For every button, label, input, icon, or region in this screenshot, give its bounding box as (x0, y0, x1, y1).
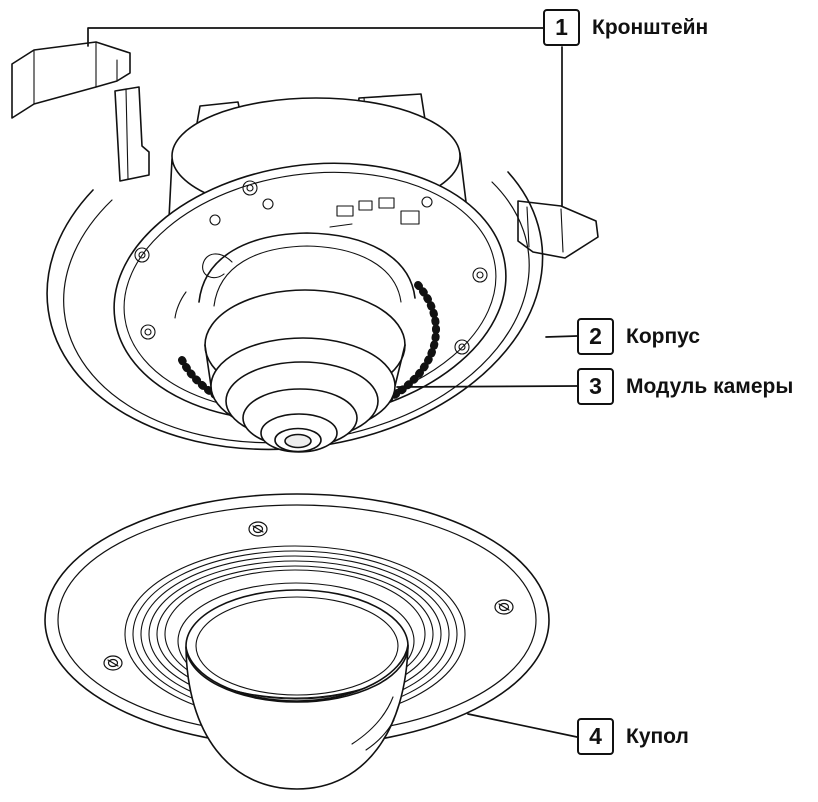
leader-line-bracket-left (87, 27, 544, 47)
bracket-strip (114, 86, 150, 182)
dome-bubble (185, 644, 409, 790)
dome-reflections (351, 696, 395, 751)
lens-glass (284, 433, 312, 449)
callout-body-number: 2 (577, 318, 614, 355)
callout-bracket-number: 1 (543, 9, 580, 46)
callout-dome-number: 4 (577, 718, 614, 755)
callout-body-label: Корпус (626, 324, 700, 348)
camera-module-illustration (198, 232, 416, 453)
callout-dome: 4 Купол (577, 718, 689, 755)
dome-illustration (44, 493, 550, 790)
leader-line-dome (467, 713, 578, 738)
bracket-arm-left (11, 41, 131, 119)
camera-body-illustration (11, 41, 599, 453)
callout-body: 2 Корпус (577, 318, 700, 355)
callout-bracket-label: Кронштейн (592, 15, 709, 39)
leader-line-body (545, 335, 578, 338)
callout-camera-module: 3 Модуль камеры (577, 368, 793, 405)
callout-bracket: 1 Кронштейн (543, 9, 708, 46)
bracket-arm-right (517, 200, 599, 259)
leader-line-camera-module (396, 385, 578, 388)
callout-dome-label: Купол (626, 724, 689, 748)
callout-camera-module-number: 3 (577, 368, 614, 405)
flange-screws (103, 521, 514, 671)
mount-plate-details (134, 180, 488, 355)
leader-lines (87, 27, 578, 738)
callout-camera-module-label: Модуль камеры (626, 374, 794, 398)
